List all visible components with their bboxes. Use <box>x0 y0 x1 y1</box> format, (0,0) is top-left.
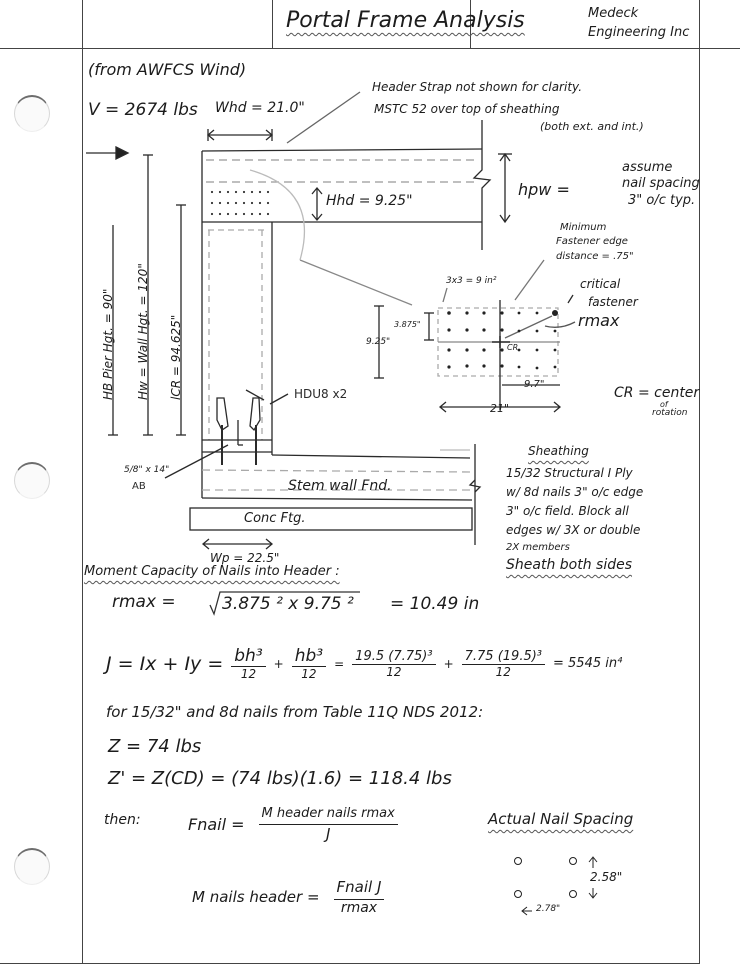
source-note: (from AWFCS Wind) <box>88 60 247 79</box>
fnail-lhs: Fnail = <box>188 815 245 834</box>
cr-label: CR <box>507 343 519 352</box>
edge-distance-line3: distance = .75" <box>556 251 634 262</box>
binder-hole-middle <box>14 462 50 499</box>
anchor-bolt-label-line2: AB <box>132 481 146 492</box>
mnails-denominator: rmax <box>340 900 378 916</box>
footing-label: Conc Ftg. <box>244 511 306 526</box>
page-bottom-line <box>0 963 700 965</box>
wall-height-label: Hw = Wall Hgt. = 120" <box>136 263 150 400</box>
vertical-spacing-label: 2.58" <box>590 870 623 884</box>
right-margin-line <box>699 0 701 963</box>
bh3-denominator: 12 <box>240 667 257 681</box>
left-margin-line <box>82 0 84 963</box>
hpw-label: hpw = <box>518 180 570 199</box>
stem-wall-label: Stem wall Fnd. <box>288 478 392 494</box>
mnails-lhs: M nails header = <box>192 888 320 906</box>
z-value: Z = 74 lbs <box>108 736 202 757</box>
fnail-equation: Fnail = M header nails rmax J <box>188 806 398 843</box>
cr-definition-line2: of <box>660 400 668 409</box>
sheathing-title: Sheathing <box>528 444 589 458</box>
page-title: Portal Frame Analysis <box>286 8 525 33</box>
j-lhs: J = Ix + Iy = <box>106 652 224 675</box>
mnails-fraction: Fnail J rmax <box>333 878 385 916</box>
rmax-expression: 3.875 ² x 9.75 ² <box>222 594 354 614</box>
assume-note-line1: assume <box>622 160 673 175</box>
hb3-fraction: hb³ 12 <box>291 646 327 681</box>
anchor-bolt-label-line1: 5/8" x 14" <box>124 465 170 475</box>
sheathing-note: Sheathing 15/32 Structural I Ply w/ 8d n… <box>506 444 643 575</box>
hb3-denominator: 12 <box>301 667 317 681</box>
sheathing-line-5: 2X members <box>506 542 570 553</box>
header-divider-2 <box>470 0 472 48</box>
moment-capacity-heading: Moment Capacity of Nails into Header : <box>84 564 340 579</box>
edge-distance-line1: Minimum <box>560 222 607 233</box>
polar-moment-equation: J = Ix + Iy = bh³ 12 + hb³ 12 = 19.5 (7.… <box>106 646 623 681</box>
company-name-line1: Medeck <box>588 6 639 21</box>
j-term2-numerator: 7.75 (19.5)³ <box>461 649 546 665</box>
j-term2-fraction: 7.75 (19.5)³ 12 <box>461 649 546 679</box>
mnails-numerator: Fnail J <box>333 878 385 900</box>
horizontal-spacing-label: 2.78" <box>536 904 561 914</box>
shear-value: V = 2674 lbs <box>88 100 198 120</box>
assume-note-line3: 3" o/c typ. <box>628 193 696 208</box>
pier-height-label: HB Pier Hgt. = 90" <box>101 288 115 400</box>
fnail-numerator: M header nails rmax <box>258 806 398 825</box>
sheathing-line-1: 15/32 Structural I Ply <box>506 466 633 480</box>
sheathing-line-4: edges w/ 3X or double <box>506 523 641 537</box>
pier-width-label: Wp = 22.5" <box>210 551 280 565</box>
rmax-result: = 10.49 in <box>390 594 480 614</box>
assume-note-line2: nail spacing <box>622 176 700 191</box>
j-term1-numerator: 19.5 (7.75)³ <box>352 649 436 665</box>
edge-distance-line2: Fastener edge <box>556 236 628 247</box>
strap-note-line1: Header Strap not shown for clarity. <box>372 80 583 94</box>
mnails-equation: M nails header = Fnail J rmax <box>192 878 385 916</box>
strap-note-line3: (both ext. and int.) <box>540 120 644 133</box>
cr-definition-line3: rotation <box>652 408 688 418</box>
hb3-numerator: hb³ <box>291 646 327 667</box>
sheathing-line-2: w/ 8d nails 3" o/c edge <box>506 485 644 499</box>
critical-fastener-line2: fastener <box>588 295 638 309</box>
header-divider-1 <box>272 0 274 48</box>
sheathing-line-6: Sheath both sides <box>506 557 633 573</box>
binder-hole-bottom <box>14 848 50 885</box>
dim-21-label: 21" <box>490 402 510 415</box>
actual-nail-spacing-heading: Actual Nail Spacing <box>488 810 634 828</box>
z-prime-value: Z' = Z(CD) = (74 lbs)(1.6) = 118.4 lbs <box>108 768 452 789</box>
table-reference: for 15/32" and 8d nails from Table 11Q N… <box>106 703 484 721</box>
j-term1-denominator: 12 <box>386 664 402 679</box>
header-width-label: Whd = 21.0" <box>215 100 305 116</box>
tributary-area-label: 3x3 = 9 in² <box>446 276 497 286</box>
j-result: = 5545 in⁴ <box>553 656 623 671</box>
holdown-label: HDU8 x2 <box>294 387 348 401</box>
lcr-label: lCR = 94.625" <box>169 314 183 400</box>
dim-97-label: 9.7" <box>524 379 545 390</box>
j-term1-fraction: 19.5 (7.75)³ 12 <box>352 649 436 679</box>
j-term2-denominator: 12 <box>495 664 511 679</box>
strap-note-line2: MSTC 52 over top of sheathing <box>374 102 560 116</box>
dim-3875-label: 3.875" <box>394 320 421 329</box>
company-name-line2: Engineering Inc <box>588 25 690 40</box>
rmax-equation-lhs: rmax = <box>112 592 176 612</box>
dim-925-label: 9.25" <box>366 337 391 347</box>
bh3-numerator: bh³ <box>231 646 266 667</box>
header-height-label: Hhd = 9.25" <box>326 193 413 209</box>
binder-hole-top <box>14 95 50 132</box>
header-bottom-line <box>0 48 740 50</box>
then-label: then: <box>104 812 141 828</box>
cr-definition-line1: CR = center <box>614 385 700 401</box>
sheathing-line-3: 3" o/c field. Block all <box>506 504 629 518</box>
fnail-fraction: M header nails rmax J <box>258 806 398 843</box>
critical-fastener-line1: critical <box>580 277 621 291</box>
rmax-symbol: rmax <box>112 592 157 612</box>
bh3-fraction: bh³ 12 <box>231 646 266 681</box>
fnail-denominator: J <box>325 825 331 843</box>
rmax-label: rmax <box>578 311 620 330</box>
